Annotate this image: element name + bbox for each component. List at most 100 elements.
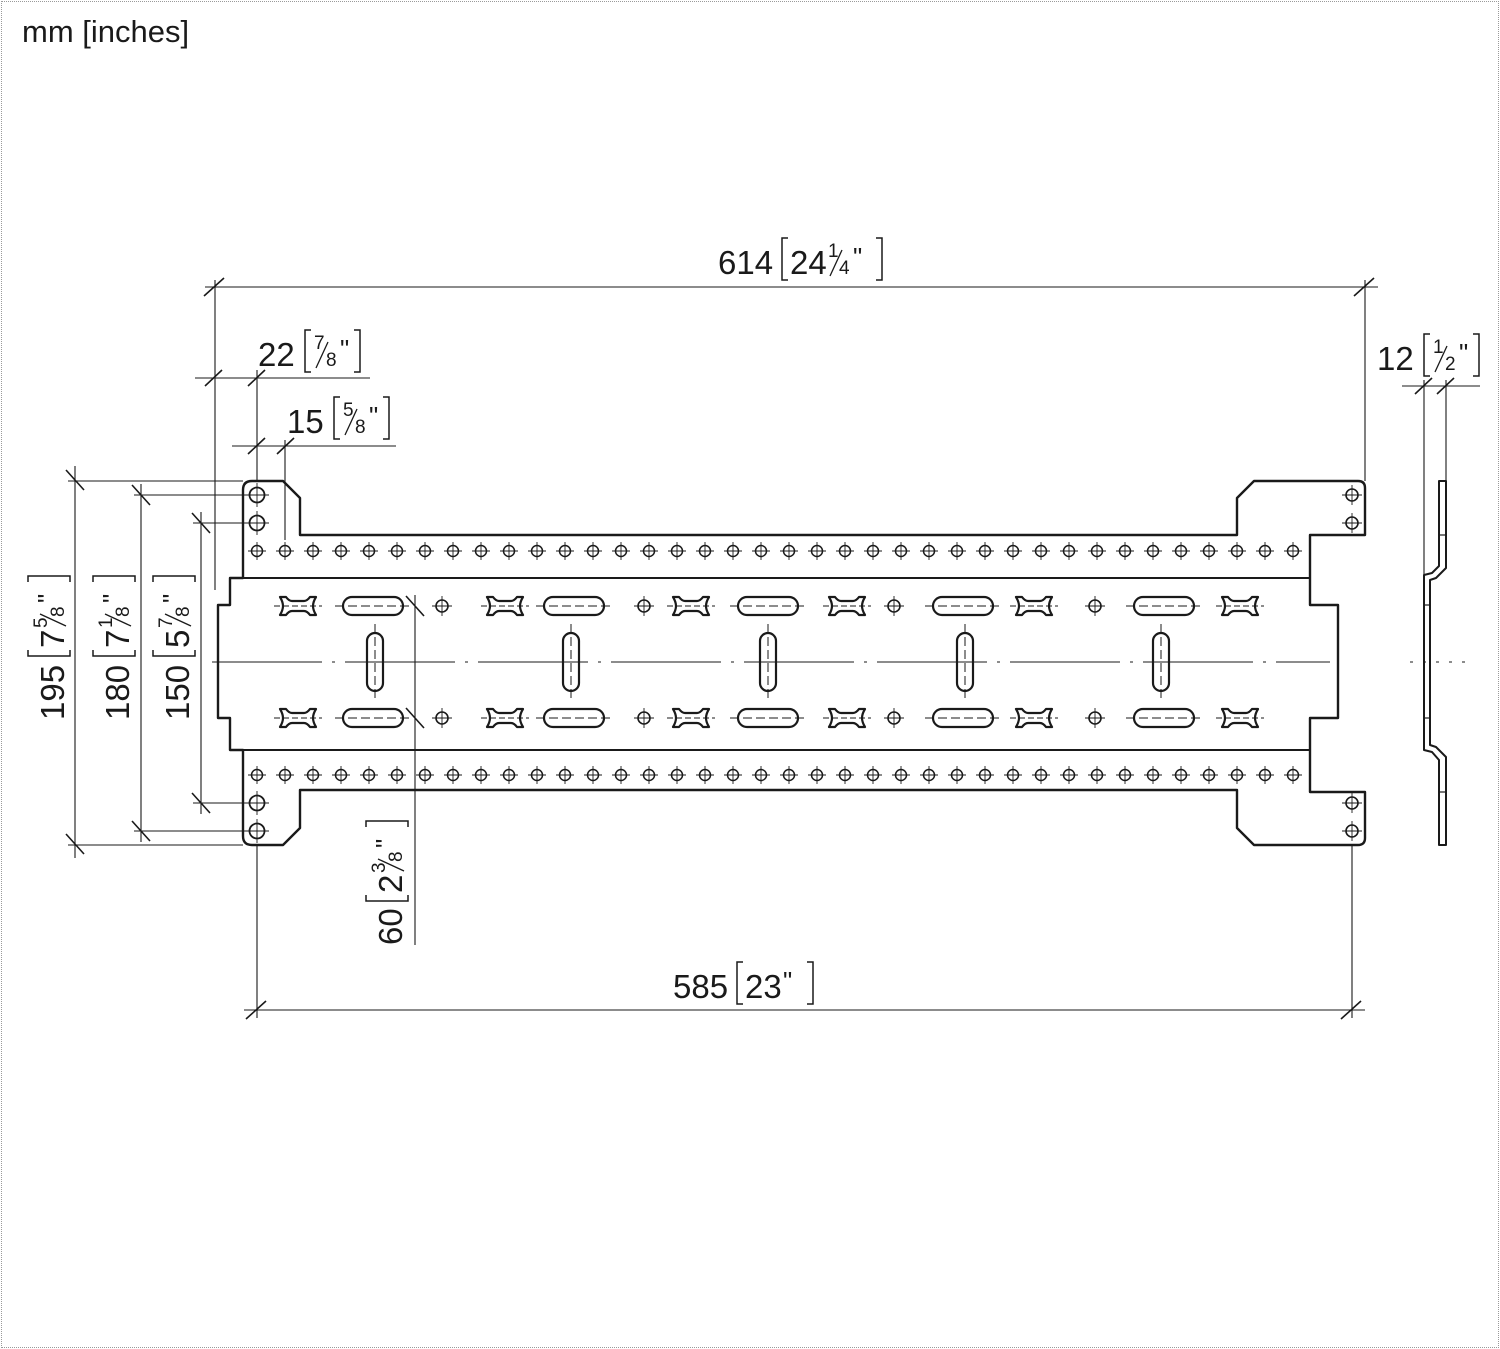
plate-outline — [216, 479, 1367, 847]
dim-value-mm: 22 — [258, 336, 295, 373]
dim-value-quote: " — [32, 594, 62, 603]
horizontal-slot — [923, 707, 1003, 729]
dim-label-overall-width: 614 24 1 4 " — [718, 237, 883, 281]
dim-value-quote: " — [783, 966, 792, 996]
flange-hole — [304, 766, 322, 784]
dim-label-hole-spacing: 585 23 " — [673, 961, 814, 1005]
flange-hole — [248, 542, 266, 560]
flange-hole — [696, 542, 714, 560]
dim-value-quote: " — [1459, 338, 1468, 368]
flange-hole — [780, 766, 798, 784]
horizontal-slot — [333, 595, 413, 617]
dim-label-hole-pitch: 15 5 8 " — [287, 396, 390, 440]
dim-value-num: 1 — [96, 617, 117, 628]
flange-hole — [248, 766, 266, 784]
flange-hole — [668, 766, 686, 784]
round-hole — [883, 595, 905, 617]
dim-value-den: 8 — [48, 606, 69, 617]
flange-hole — [528, 766, 546, 784]
bone-cutout — [1214, 595, 1266, 617]
flange-hole — [724, 542, 742, 560]
round-hole — [1084, 595, 1106, 617]
round-hole — [633, 707, 655, 729]
dim-value-den: 8 — [355, 417, 366, 438]
flange-hole — [1004, 542, 1022, 560]
dim-value-whole: 7 — [99, 630, 136, 648]
dim-value-mm: 60 — [372, 908, 409, 945]
flange-hole — [388, 542, 406, 560]
top-hole-row — [248, 542, 1302, 560]
dim-value-den: 8 — [173, 606, 194, 617]
bone-cutout — [665, 595, 717, 617]
dim-value-quote: " — [369, 401, 378, 431]
corner-hole-bottom-right-outer — [1341, 820, 1363, 842]
flange-hole — [1172, 766, 1190, 784]
flange-hole — [1116, 542, 1134, 560]
flange-hole — [500, 766, 518, 784]
flange-hole — [948, 542, 966, 560]
upper-cutout-row — [272, 595, 1266, 617]
round-hole — [431, 595, 453, 617]
dim-value-den: 4 — [839, 258, 850, 279]
flange-hole — [556, 542, 574, 560]
horizontal-slot — [728, 707, 808, 729]
dim-value-mm: 195 — [34, 665, 71, 720]
flange-hole — [920, 542, 938, 560]
dim-value-mm: 614 — [718, 244, 773, 281]
flange-hole — [500, 542, 518, 560]
flange-hole — [472, 766, 490, 784]
corner-hole-bottom-right-inner — [1341, 792, 1363, 814]
bone-cutout — [272, 707, 324, 729]
dim-value-mm: 180 — [99, 665, 136, 720]
bone-cutout — [1008, 707, 1060, 729]
flange-hole — [584, 542, 602, 560]
dim-label-slot-spacing: 60 2 3 8 " — [365, 820, 409, 945]
flange-hole — [836, 766, 854, 784]
round-hole — [431, 707, 453, 729]
dim-label-overall-height: 195 7 5 8 " — [27, 575, 71, 720]
flange-hole — [472, 542, 490, 560]
dim-value-quote: " — [340, 334, 349, 364]
dim-value-whole: 5 — [159, 630, 196, 648]
flange-hole — [752, 542, 770, 560]
flange-hole — [556, 766, 574, 784]
flange-hole — [1284, 542, 1302, 560]
lower-cutout-row — [272, 707, 1266, 729]
horizontal-slot — [1124, 707, 1204, 729]
flange-hole — [864, 542, 882, 560]
dim-label-outer-holes: 180 7 1 8 " — [92, 575, 136, 720]
flange-hole — [696, 766, 714, 784]
flange-hole — [752, 766, 770, 784]
flange-hole — [1032, 766, 1050, 784]
flange-hole — [1060, 766, 1078, 784]
flange-hole — [332, 542, 350, 560]
horizontal-slot — [728, 595, 808, 617]
flange-hole — [1088, 766, 1106, 784]
flange-hole — [948, 766, 966, 784]
flange-hole — [1144, 542, 1162, 560]
flange-hole — [584, 766, 602, 784]
flange-hole — [1060, 542, 1078, 560]
flange-hole — [1004, 766, 1022, 784]
flange-hole — [724, 766, 742, 784]
dim-value-den: 8 — [386, 851, 407, 862]
flange-hole — [864, 766, 882, 784]
dim-value-num: 5 — [31, 617, 52, 628]
units-label: mm [inches] — [22, 14, 190, 49]
flange-hole — [1228, 766, 1246, 784]
flange-hole — [444, 542, 462, 560]
flange-hole — [808, 766, 826, 784]
dim-value-num: 7 — [156, 617, 177, 628]
flange-hole — [1200, 766, 1218, 784]
bone-cutout — [479, 707, 531, 729]
bottom-hole-row — [248, 766, 1302, 784]
flange-hole — [836, 542, 854, 560]
dim-value-quote: " — [853, 242, 862, 272]
dim-value-num: 5 — [343, 400, 354, 421]
flange-hole — [1088, 542, 1106, 560]
flange-hole — [612, 542, 630, 560]
dim-value-quote: " — [97, 594, 127, 603]
flange-hole — [892, 766, 910, 784]
